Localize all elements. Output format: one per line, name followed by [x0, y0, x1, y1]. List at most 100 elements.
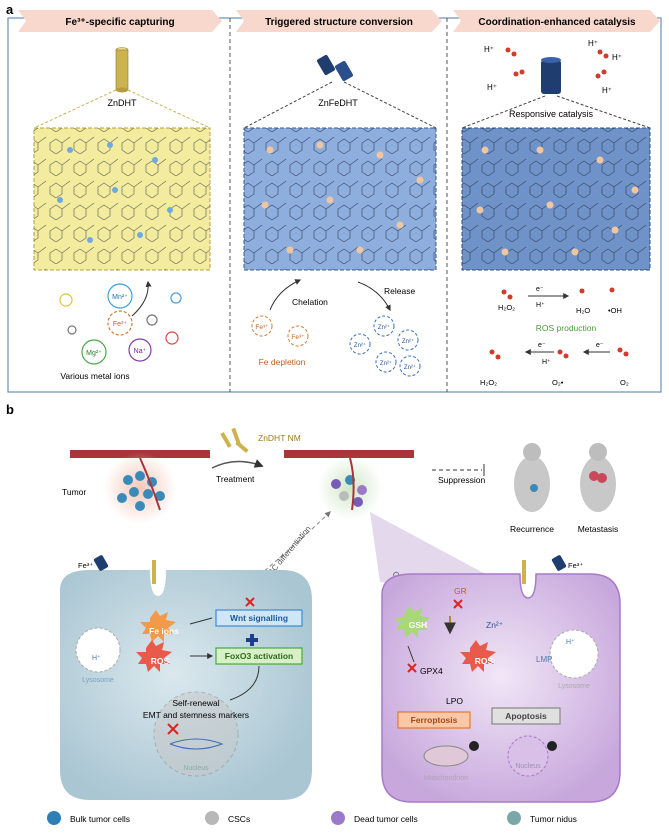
ros-label: ROS: [151, 656, 170, 666]
ros-production-label: ROS production: [536, 323, 597, 333]
zn-ion-label: Zn²⁺: [402, 338, 414, 345]
oxygen-label: O₂: [620, 378, 629, 387]
header-arrow: [453, 10, 660, 32]
h2o2-molecules: [505, 47, 609, 79]
various-ions-caption: Various metal ions: [60, 371, 129, 381]
electron-label: e⁻: [538, 342, 546, 349]
h-plus-label: H⁺: [588, 39, 598, 48]
lysosome-label: Lysosome: [558, 683, 590, 690]
wnt-box: [215, 609, 303, 627]
inhibit-line: [229, 665, 260, 701]
inhibit-cross-icon: [453, 599, 463, 609]
mitochondrion-label: Mitochondrion: [424, 775, 468, 782]
csc-cell: [60, 570, 312, 800]
metal-ions: [59, 292, 182, 345]
lysosome: [75, 627, 121, 673]
ferroptosis-label: Ferroptosis: [411, 715, 458, 725]
h2o2-label: H₂O₂: [480, 378, 497, 387]
zndht-label: ZnDHT: [108, 98, 138, 108]
mouse-metastasis-icon: [580, 443, 616, 512]
fe-ion-label: Fe³⁺: [291, 334, 305, 341]
electron-label: e⁻: [596, 342, 604, 349]
tumor-cells: [117, 471, 165, 511]
ros-burst: [460, 640, 496, 672]
wnt-label: Wnt signalling: [230, 613, 288, 623]
zn-ion-label: Zn²⁺: [378, 324, 390, 331]
header-capturing: Fe³⁺-specific capturing: [65, 17, 174, 28]
legend-dead-icon: [331, 811, 345, 825]
legend-bulk-icon: [47, 811, 61, 825]
inhibit-line: [189, 617, 213, 625]
electron-label: e⁻: [536, 286, 544, 293]
release-arrow: [357, 281, 391, 312]
fe-ion: [107, 310, 133, 336]
nm-rod-icon: [152, 560, 156, 584]
vessel-branch: [139, 457, 161, 511]
znfedht-rods-icon: [317, 54, 353, 82]
vessel-branch: [349, 457, 355, 511]
fe-depleted-ion: [287, 325, 309, 347]
release-label: Release: [384, 286, 415, 296]
fe3-label: Fe³⁺: [568, 561, 583, 570]
zn-ion-label: Zn²⁺: [380, 360, 392, 367]
h2o-label: H₂O: [576, 306, 590, 315]
inhibit-cross-icon: [245, 597, 255, 607]
legend-dead-label: Dead tumor cells: [354, 814, 418, 824]
superoxide-label: O₂•: [552, 378, 564, 387]
metastasis-label: Metastasis: [578, 524, 619, 534]
zn-released-ions: [349, 315, 421, 377]
responsive-catalysis-label: Responsive catalysis: [509, 109, 594, 119]
legend-nidus-icon: [507, 811, 521, 825]
mn-label: Mn²⁺: [112, 294, 128, 301]
header-arrow: [18, 10, 222, 32]
zoom-lines: [33, 89, 211, 129]
gsh-burst: [394, 606, 430, 638]
mouse-recurrence-icon: [514, 443, 550, 512]
h-plus-label: H⁺: [484, 45, 494, 54]
h-plus-label: H⁺: [542, 359, 551, 366]
lmp-label: LMP: [536, 655, 552, 664]
o2-molecules: [489, 347, 629, 360]
zoom-lines: [461, 95, 651, 129]
foxo-box: [215, 647, 303, 665]
fe-ions-label: Fe ions: [149, 626, 179, 636]
nucleus: [507, 735, 549, 777]
foxo-label: FoxO3 activation: [225, 651, 294, 661]
chelation-arrow: [269, 279, 302, 311]
nm-sticks-icon: [220, 427, 249, 454]
legend-csc-label: CSCs: [228, 814, 250, 824]
inhibit-line: [407, 645, 415, 663]
fe3-label: Fe³⁺: [78, 561, 93, 570]
self-renewal-label: Self-renewal: [172, 698, 219, 708]
nm-particle-icon: [551, 555, 567, 571]
nucleus-label: Nucleus: [183, 765, 209, 772]
lysosome: [549, 629, 599, 679]
nm-particle-icon: [93, 555, 109, 571]
catalysis-network-pattern: [462, 128, 650, 270]
gpx4-label: GPX4: [420, 666, 443, 676]
panel-b-letter: b: [6, 402, 14, 417]
h-plus-label: H⁺: [602, 86, 612, 95]
ferroptosis-box: [397, 711, 471, 729]
h-plus-label: H⁺: [92, 655, 101, 662]
catalyst-cluster-icon: [541, 57, 561, 94]
zn-ion-label: Zn²⁺: [404, 364, 416, 371]
nm-label: ZnDHT NM: [258, 433, 301, 443]
legend-csc-icon: [205, 811, 219, 825]
skull-icon: [469, 741, 557, 751]
h-plus-label: H⁺: [612, 53, 622, 62]
mg-ion: [81, 339, 107, 365]
nm-rod-icon: [522, 560, 526, 584]
tumor-glow: [318, 456, 382, 520]
tumor-glow: [104, 452, 176, 524]
zoom-lines: [243, 81, 437, 129]
blood-vessel: [284, 450, 414, 458]
panel-a-letter: a: [6, 2, 14, 17]
zn-label: Zn²⁺: [486, 620, 504, 630]
h-plus-label: H⁺: [536, 302, 545, 309]
header-conversion: Triggered structure conversion: [265, 17, 413, 28]
apoptosis-label: Apoptosis: [505, 711, 547, 721]
treatment-label: Treatment: [216, 474, 255, 484]
gr-label: GR: [454, 586, 467, 596]
